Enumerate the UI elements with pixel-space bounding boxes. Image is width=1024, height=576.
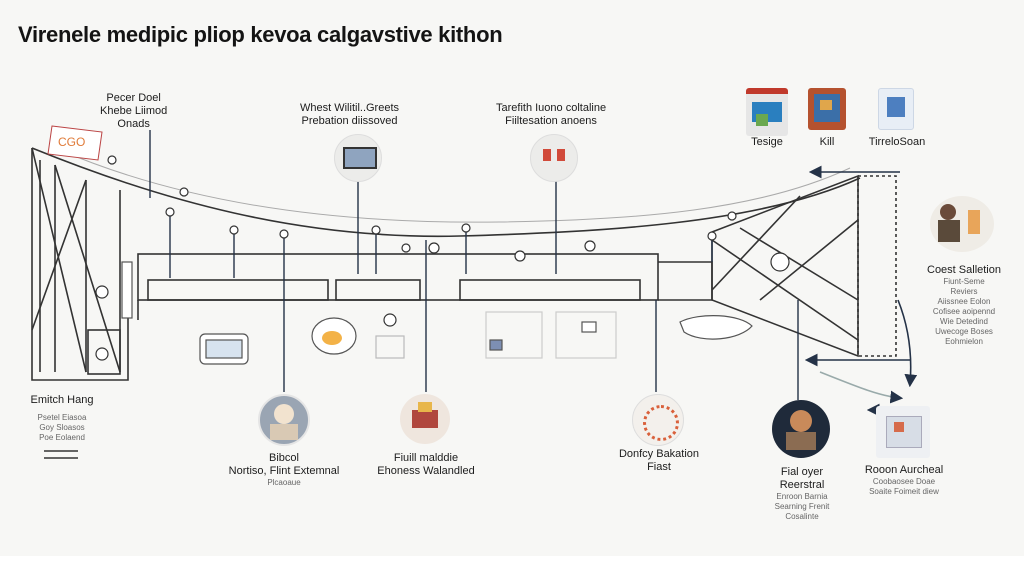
chef-icon bbox=[772, 400, 830, 458]
left-panel: Emitch Hang Psetel Eiasoa Goy Sloasos Po… bbox=[30, 394, 94, 442]
svg-text:CGO: CGO bbox=[58, 135, 85, 149]
icon-1-label: Tesige bbox=[751, 136, 783, 148]
kitchen-unit-icon bbox=[876, 406, 930, 458]
bottom-label-1: Bibcol Nortiso, Flint Extemnal Plcaoaue bbox=[228, 452, 340, 487]
right-wing bbox=[711, 174, 897, 358]
label-c: Tarefith Iuono coltaline Fiiltesation an… bbox=[496, 102, 607, 127]
bottom-label-2: Fiuill malddie Ehoness Walandled bbox=[377, 452, 475, 477]
bottom-label-3: Donfcy Bakation Fiast bbox=[618, 448, 700, 473]
monitor-icon bbox=[334, 134, 382, 182]
right-panel: Coest Salletion Fiunt-Seme Reviers Aiiss… bbox=[927, 264, 1001, 346]
person-icon bbox=[258, 394, 310, 446]
sketch-note: CGO bbox=[47, 125, 103, 161]
corridor bbox=[137, 253, 713, 320]
upper-curve bbox=[59, 149, 851, 223]
tablet-icon bbox=[878, 88, 914, 130]
leader-lines bbox=[149, 130, 799, 400]
bottom-label-4: Fial oyer Reerstral Enroon Barnia Searni… bbox=[774, 466, 830, 521]
label-b: Whest Wilitil..Greets Prebation diissove… bbox=[300, 102, 400, 127]
pins bbox=[95, 155, 790, 361]
storage-icon bbox=[746, 88, 788, 136]
box-icon bbox=[400, 394, 450, 444]
bottom-label-5: Rooon Aurcheal Coobaosee Doae Soaite Foi… bbox=[864, 464, 944, 496]
icon-3-label: TirreloSoan bbox=[868, 136, 926, 148]
icon-2-label: Kill bbox=[819, 136, 835, 148]
page-title: Virenele medipic pliop kevoa calgavstive… bbox=[18, 22, 503, 47]
chairs-icon bbox=[530, 134, 578, 182]
staff-icon bbox=[930, 196, 994, 252]
left-panel-divider bbox=[44, 450, 78, 459]
kiln-icon bbox=[808, 88, 846, 130]
label-a: Pecer Doel Khebe Liimod Onads bbox=[100, 92, 168, 130]
left-wall bbox=[31, 147, 861, 381]
footer-band bbox=[0, 556, 1024, 576]
interior-items bbox=[121, 261, 753, 365]
food-plate-icon bbox=[632, 394, 684, 446]
